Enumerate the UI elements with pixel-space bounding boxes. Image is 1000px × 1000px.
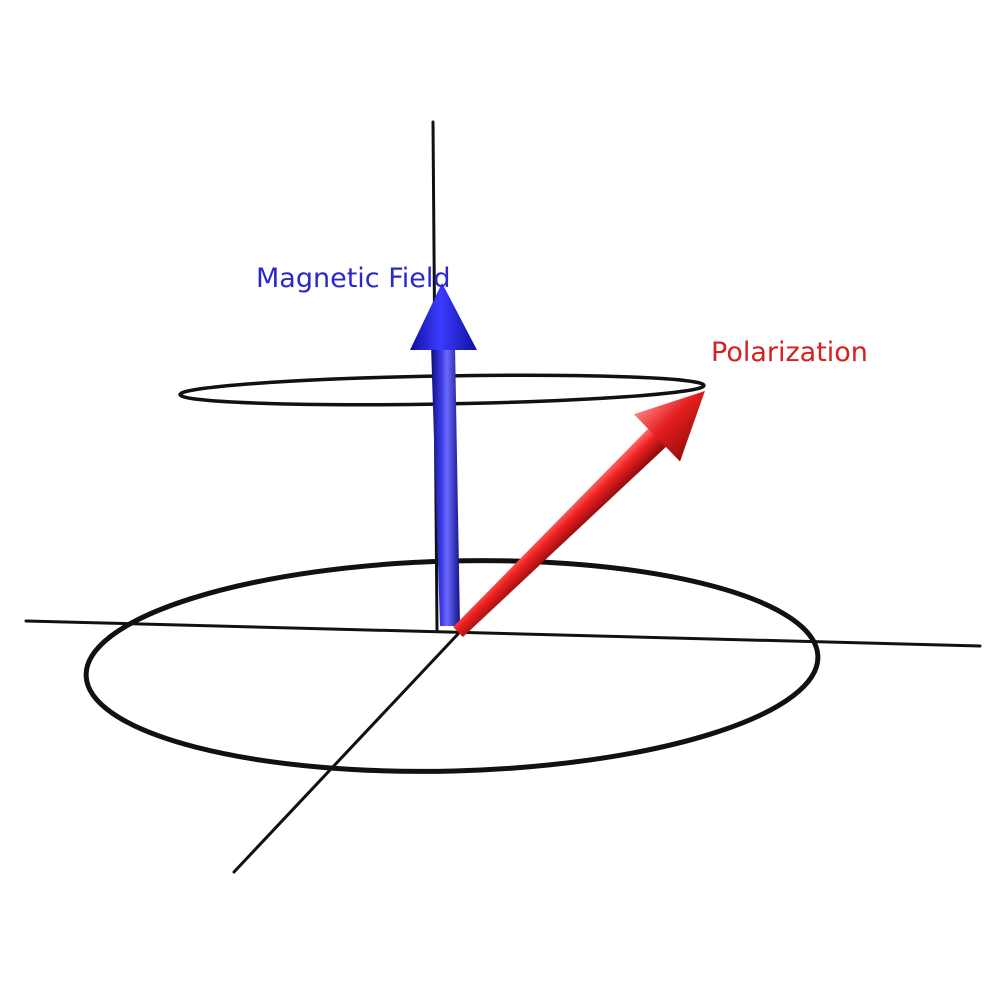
polarization-arrow [453, 391, 705, 638]
polarization-arrow-shaft [453, 420, 675, 638]
magnetic-field-arrow [410, 283, 477, 626]
polarization-arrow-head [633, 391, 705, 462]
magnetic-field-arrow-shaft [431, 345, 460, 626]
magnetic-field-arrow-head [410, 283, 477, 350]
horizontal-axis [24, 619, 982, 648]
polarization-label: Polarization [711, 337, 868, 368]
depth-axis [232, 632, 460, 874]
magnetic-field-label: Magnetic Field [256, 263, 451, 294]
